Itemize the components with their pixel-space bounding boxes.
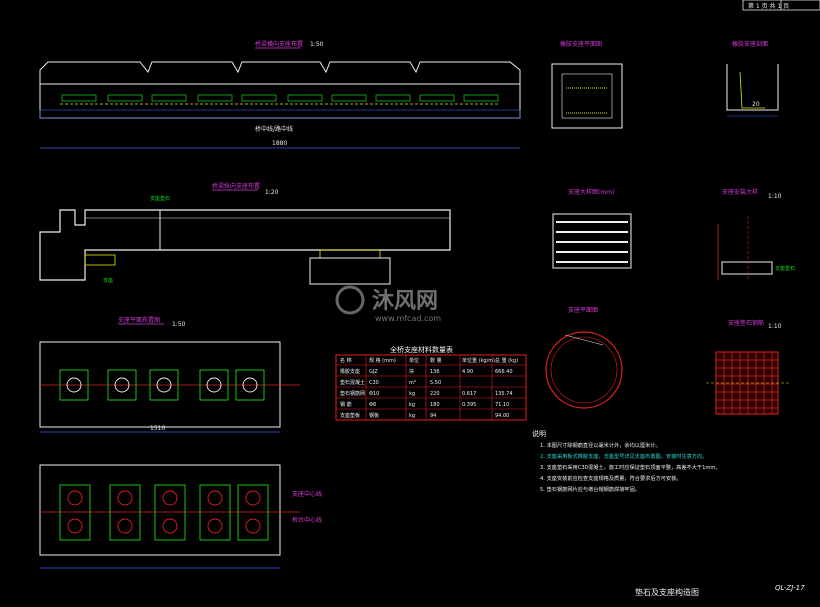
plan-bottom-label-1: 支座中心线 [292, 490, 322, 498]
table-cell: 0.395 [462, 402, 476, 408]
side-detail-view: 桥梁纵向支座布置 1:20 支座垫石 支座 [39, 182, 451, 285]
table-header-2: 单位 [409, 357, 419, 364]
table-cell: C30 [369, 380, 379, 386]
watermark-url: www.mfcad.com [375, 314, 441, 323]
rubber-detail-scale: 1:10 [768, 193, 782, 200]
watermark: 沐风网 www.mfcad.com [335, 285, 441, 323]
table-cell: kg [409, 413, 415, 419]
table-header-0: 名 称 [340, 357, 352, 364]
table-cell: 0.617 [462, 391, 476, 397]
table-cell: 块 [409, 368, 414, 375]
table-header-3: 数 量 [430, 357, 442, 364]
plan-bottom-view: 支座中心线 桥台中心线 [39, 464, 322, 569]
plan-bottom-label-2: 桥台中心线 [292, 516, 322, 524]
table-cell: Φ10 [369, 391, 379, 397]
rebar-plan-title: 支座垫石钢筋 [728, 319, 764, 327]
table-cell: 136 [430, 369, 440, 375]
rubber-detail-label: 支座垫石 [775, 265, 795, 272]
table-cell: 钢 筋 [340, 401, 352, 408]
table-cell: 垫石钢筋网 [340, 390, 365, 397]
rebar-plan-scale: 1:10 [768, 323, 782, 330]
plan-top-bearings [59, 369, 265, 401]
table-header-1: 规 格 (mm) [369, 357, 396, 364]
circle-detail-title: 支座平面图 [568, 306, 598, 314]
notes-block: 说明 1. 本图尺寸除钢筋直径以毫米计外，余均以厘米计。 2. 支座采用板式橡胶… [532, 429, 721, 493]
bearing-plan: 橡胶支座平面图 [551, 40, 623, 129]
plan-top-dim: 1510 [150, 425, 165, 432]
drawing-title: 垫石及支座构造图 [635, 587, 699, 597]
plan-top-scale: 1:50 [172, 321, 186, 328]
plan-top-title: 支座平面布置图 [118, 316, 160, 324]
drawing-number: QL-ZJ-17 [775, 584, 805, 592]
material-table: 全桥支座材料数量表 名 称 规 格 (mm) 单位 数 量 单位重 (kg/m)… [335, 345, 527, 421]
table-cell: kg [409, 402, 415, 408]
table-cell: 支座垫板 [340, 412, 360, 419]
rubber-detail-title: 支座安装大样 [722, 188, 758, 196]
table-cell: m³ [409, 380, 416, 386]
bearing-section: 橡胶支座剖面 20 [726, 40, 779, 117]
table-cell: 135.74 [495, 391, 513, 397]
table-header-4: 单位重 (kg/m) [462, 357, 495, 364]
rubber-detail: 支座安装大样 1:10 支座垫石 [717, 188, 795, 280]
table-header-5: 总 重 (kg) [495, 357, 518, 364]
side-title: 桥梁纵向支座布置 [212, 182, 260, 190]
table-cell: 垫石混凝土 [340, 379, 365, 386]
page-label: 第 1 页 共 1 页 [748, 2, 789, 10]
note-item: 3. 支座垫石采用C30混凝土，施工时应保证垫石顶面平整，高差不大于1mm。 [540, 463, 721, 471]
watermark-text: 沐风网 [372, 289, 438, 314]
table-cell: 94 [430, 413, 436, 419]
table-cell: Φ8 [369, 402, 376, 408]
rubber-plan-title: 支座大样图(mm) [568, 188, 614, 196]
rebar-plan: 支座垫石钢筋 1:10 [706, 319, 790, 415]
table-cell: GJZ [369, 369, 378, 375]
notes-heading: 说明 [532, 429, 546, 438]
note-item: 1. 本图尺寸除钢筋直径以毫米计外，余均以厘米计。 [540, 441, 661, 449]
elevation-title: 桥梁横向支座布置 [255, 40, 303, 48]
table-cell: 220 [430, 391, 440, 397]
table-cell: 666.40 [495, 369, 513, 375]
elevation-note: 桥中线/路中线 [255, 125, 293, 133]
table-cell: 94.00 [495, 413, 509, 419]
circle-detail: 支座平面图 [545, 306, 623, 409]
table-cell: 钢板 [369, 412, 379, 419]
side-label-2: 支座 [103, 277, 113, 284]
note-item: 5. 垫石钢筋网片应与墩台帽钢筋焊接牢固。 [540, 485, 640, 493]
table-cell: 4.90 [462, 369, 473, 375]
bearing-section-title: 橡胶支座剖面 [732, 40, 768, 48]
note-item: 2. 支座采用板式橡胶支座，支座型号详见支座布置图，安装时注意方向。 [540, 452, 707, 460]
note-item: 4. 支座安装前应检查支座规格及质量，符合要求后方可安装。 [540, 474, 681, 482]
table-cell: 71.10 [495, 402, 509, 408]
sheet-header: 第 1 页 共 1 页 [742, 0, 820, 11]
elevation-scale: 1:50 [310, 41, 324, 48]
side-scale: 1:20 [265, 189, 279, 196]
elevation-view: 桥梁横向支座布置 1:50 桥中线/路中线 1880 [39, 40, 521, 149]
side-label-1: 支座垫石 [150, 195, 170, 202]
table-cell: 橡胶支座 [340, 368, 360, 375]
plan-top-view: 支座平面布置图 1:50 1510 [39, 316, 300, 433]
table-title: 全桥支座材料数量表 [390, 345, 453, 354]
table-cell: 5.50 [430, 380, 441, 386]
table-cell: kg [409, 391, 415, 397]
bearing-section-dim: 20 [752, 101, 760, 108]
elevation-bearings [60, 94, 500, 105]
table-cell: 180 [430, 402, 440, 408]
rubber-plan: 支座大样图(mm) [552, 188, 632, 269]
elevation-dim: 1880 [272, 140, 287, 147]
bearing-plan-title: 橡胶支座平面图 [560, 40, 602, 48]
